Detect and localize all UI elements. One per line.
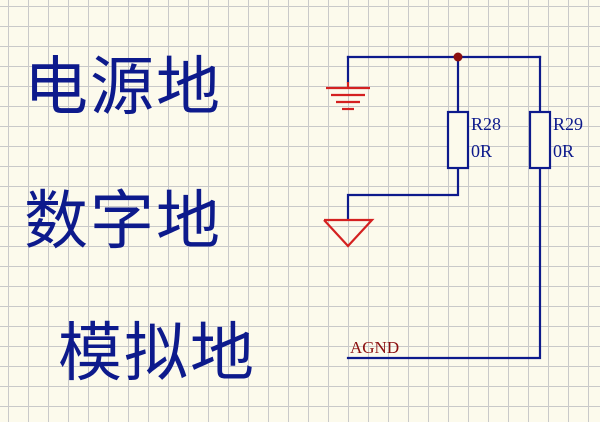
resistor-r28-body <box>446 110 470 170</box>
digital-ground-label: 数字地 <box>24 185 222 259</box>
r28-ref-label: R28 <box>471 114 501 134</box>
resistor-r29-body <box>528 110 552 170</box>
wires <box>346 55 542 360</box>
power-ground-label: 电源地 <box>24 51 222 125</box>
agnd-net-label: AGND <box>350 338 399 357</box>
r29-ref-label: R29 <box>553 114 583 134</box>
junction-dot <box>453 52 463 62</box>
digital-ground-symbol <box>323 218 375 248</box>
analog-ground-label: 模拟地 <box>58 317 256 391</box>
wire-r28-to-digital-ground <box>346 166 460 220</box>
wire-r29-to-agnd <box>346 166 542 360</box>
r28-value-label: 0R <box>471 141 492 161</box>
power-ground-symbol <box>326 82 370 111</box>
r29-value-label: 0R <box>553 141 574 161</box>
